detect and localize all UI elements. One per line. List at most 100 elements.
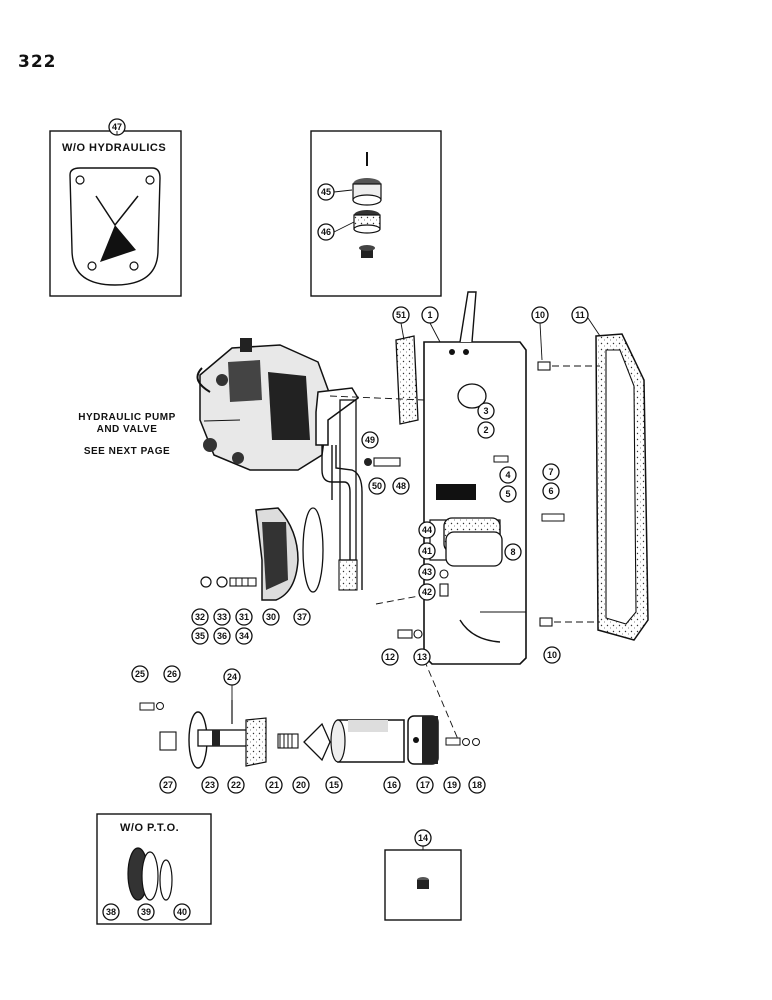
rear-housing [423,291,527,665]
dowel-pin-upper [537,361,551,371]
callout-14-label: 14 [418,833,428,843]
callout-11: 11 [571,306,589,324]
callout-36: 36 [213,627,231,645]
callout-42-label: 42 [422,587,432,597]
callout-45-label: 45 [321,187,331,197]
callout-44-label: 44 [422,525,432,535]
nut [364,458,372,466]
hydraulic-pipe [321,399,363,591]
callout-45: 45 [317,183,335,201]
stud [373,457,401,467]
callout-22-label: 22 [231,780,241,790]
callout-27: 27 [159,776,177,794]
bolt-set [200,576,257,588]
callout-27-label: 27 [163,780,173,790]
callout-31-label: 31 [239,612,249,622]
callout-33: 33 [213,608,231,626]
hydraulic-pump-note: HYDRAULIC PUMP AND VALVE SEE NEXT PAGE [52,412,202,458]
callout-3: 3 [477,402,495,420]
callout-30: 30 [262,608,280,626]
o-ring [302,507,324,593]
callout-17-label: 17 [420,780,430,790]
callout-18-label: 18 [472,780,482,790]
callout-19-label: 19 [447,780,457,790]
callout-23-label: 23 [205,780,215,790]
callout-19: 19 [443,776,461,794]
callout-34: 34 [235,627,253,645]
callout-24-label: 24 [227,672,237,682]
callout-24: 24 [223,668,241,686]
callout-46-label: 46 [321,227,331,237]
pto-assembly [139,700,480,769]
callout-2-label: 2 [483,425,488,435]
callout-8: 8 [504,543,522,561]
callout-25: 25 [131,665,149,683]
callout-49-label: 49 [365,435,375,445]
callout-6-label: 6 [548,486,553,496]
bolt-2 [493,455,509,463]
callout-39: 39 [137,903,155,921]
callout-8-label: 8 [510,547,515,557]
callout-25-label: 25 [135,669,145,679]
callout-leaders [116,131,601,850]
callout-4-label: 4 [505,470,510,480]
callout-46: 46 [317,223,335,241]
washer-13 [413,629,423,639]
callout-5: 5 [499,485,517,503]
callout-21: 21 [265,776,283,794]
callout-48-label: 48 [396,481,406,491]
inset-box-without-pto [96,813,212,925]
callout-14: 14 [414,829,432,847]
callout-35: 35 [191,627,209,645]
page-number: 322 [18,52,57,72]
washer-43 [439,569,449,579]
inset-box-without-hydraulics [49,130,182,297]
callout-15-label: 15 [329,780,339,790]
callout-10-upper-label: 10 [535,310,545,320]
callout-38-label: 38 [106,907,116,917]
callout-43-label: 43 [422,567,432,577]
pump-note-line2: AND VALVE [96,424,158,435]
callout-33-label: 33 [217,612,227,622]
callout-51: 51 [392,306,410,324]
callout-36-label: 36 [217,631,227,641]
callout-15: 15 [325,776,343,794]
callout-10-lower: 10 [543,646,561,664]
callout-10-lower-label: 10 [547,650,557,660]
callout-6: 6 [542,482,560,500]
callout-12: 12 [381,648,399,666]
callout-44: 44 [418,521,436,539]
bolt-12 [397,629,413,639]
callout-13: 13 [413,648,431,666]
callout-40-label: 40 [177,907,187,917]
callout-26: 26 [163,665,181,683]
callout-39-label: 39 [141,907,151,917]
callout-1: 1 [421,306,439,324]
callout-17: 17 [416,776,434,794]
callout-21-label: 21 [269,780,279,790]
callout-1-label: 1 [427,310,432,320]
callout-34-label: 34 [239,631,249,641]
callout-51-label: 51 [396,310,406,320]
hydraulic-pump-assembly [196,338,359,500]
gasket-pump-mount [395,335,419,425]
callout-31: 31 [235,608,253,626]
inset-box-cap-and-seal [310,130,442,297]
callout-11-label: 11 [575,310,585,320]
callout-26-label: 26 [167,669,177,679]
callout-23: 23 [201,776,219,794]
stud-6 [541,513,565,522]
callout-49: 49 [361,431,379,449]
callout-22: 22 [227,776,245,794]
inset-box-plug [384,849,462,921]
callout-30-label: 30 [266,612,276,622]
dowel-pin-lower [539,617,553,627]
callout-7: 7 [542,463,560,481]
cover-plate [445,531,503,567]
pump-cover [255,507,299,601]
callout-16-label: 16 [387,780,397,790]
callout-16: 16 [383,776,401,794]
pump-note-line3: SEE NEXT PAGE [83,446,171,457]
